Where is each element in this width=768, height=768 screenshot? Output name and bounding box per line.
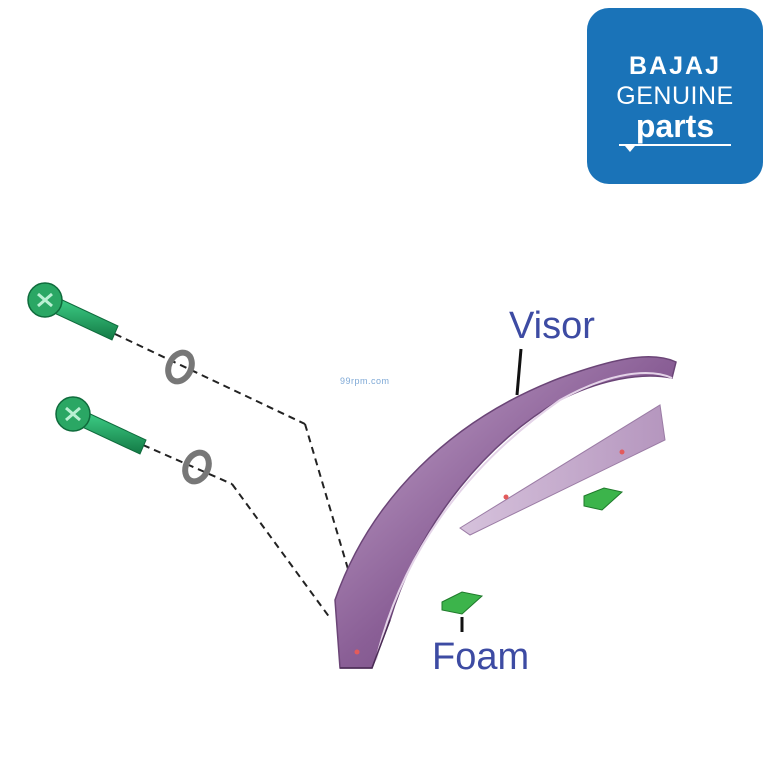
washer-icon (182, 449, 212, 485)
visor-part (334, 356, 677, 669)
foam-label: Foam (432, 636, 530, 678)
watermark: 99rpm.com (340, 376, 390, 386)
bajaj-genuine-parts-logo: BAJAJ GENUINE parts (587, 8, 763, 184)
visor-leader-line (515, 348, 523, 396)
logo-genuine: GENUINE (616, 81, 734, 110)
washer-icon (165, 349, 195, 385)
assembly-dashed-lines (114, 333, 373, 651)
screw-icon (27, 282, 119, 341)
logo-parts: parts (635, 107, 715, 144)
logo-brand: BAJAJ (629, 51, 721, 80)
screw-icon (55, 396, 147, 455)
foam-pad-icon (441, 591, 484, 615)
visor-label: Visor (509, 305, 595, 347)
foam-pad-icon (583, 487, 624, 511)
logo-underline (619, 143, 731, 152)
